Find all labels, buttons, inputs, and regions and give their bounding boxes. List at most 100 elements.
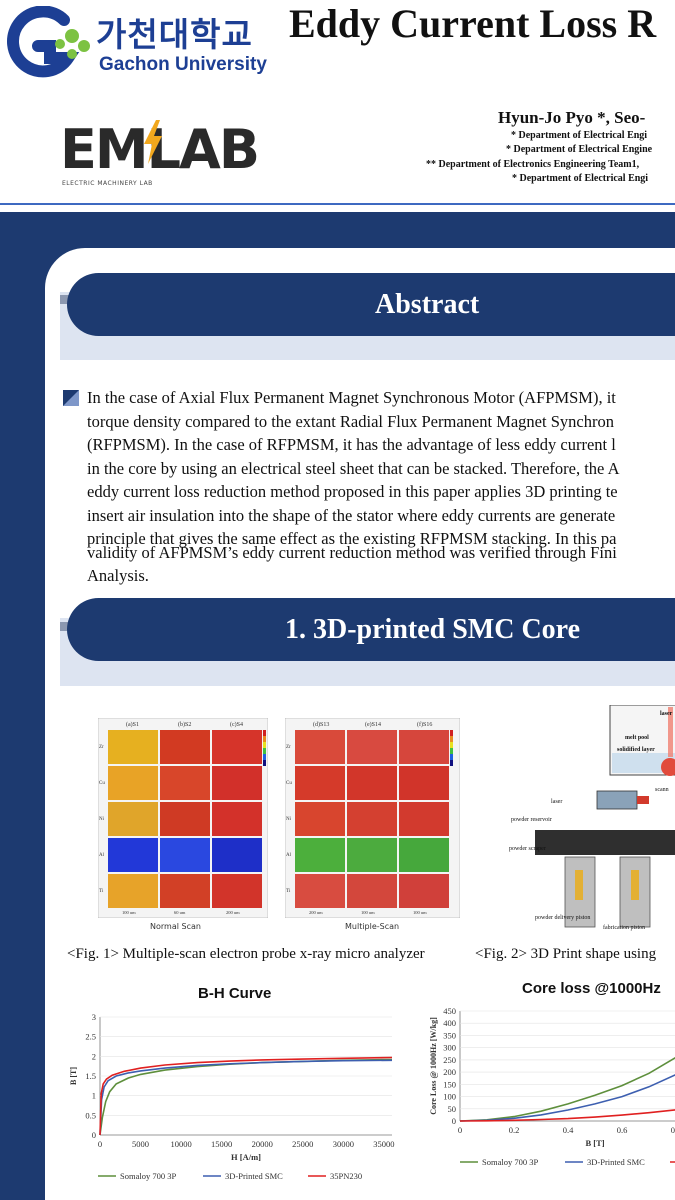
element-map-cell — [347, 802, 397, 836]
abstract-line: (RFPMSM). In the case of RFPMSM, it has … — [87, 435, 616, 454]
scale-bar-label: 200 um — [309, 910, 323, 915]
diagram-label: laser — [660, 711, 673, 717]
bh-chart-title: B-H Curve — [198, 985, 272, 1002]
legend-label: 35PN230 — [330, 1171, 362, 1181]
element-map-cell — [160, 802, 210, 836]
color-scale-bar — [450, 730, 453, 736]
section1-heading-bar: 1. 3D-printed SMC Core — [67, 598, 675, 661]
scale-bar-label: 100 um — [122, 910, 136, 915]
header-stripe — [0, 203, 675, 205]
element-map-cell — [212, 874, 262, 908]
abstract-line: In the case of Axial Flux Permanent Magn… — [87, 388, 616, 407]
fig2-caption: <Fig. 2> 3D Print shape using — [475, 946, 657, 962]
element-map-cell — [295, 802, 345, 836]
diagram-label: scann — [655, 787, 669, 793]
color-scale-bar — [263, 730, 266, 736]
element-map-cell — [212, 838, 262, 872]
map-column-label: (d)S13 — [313, 721, 329, 728]
map-column-label: (f)S16 — [417, 721, 432, 728]
x-tick-label: 0.6 — [617, 1125, 628, 1135]
affiliation-line: * Department of Electrical Engi — [512, 173, 649, 184]
lightning-bolt-icon — [144, 120, 162, 164]
bar-marker — [60, 622, 69, 631]
fig1-caption: <Fig. 1> Multiple-scan electron probe x-… — [67, 946, 425, 962]
map-row-label: Cu — [99, 781, 105, 786]
y-tick-label: 100 — [443, 1092, 456, 1102]
color-scale-bar — [263, 760, 266, 766]
map-column-label: (b)S2 — [178, 721, 191, 728]
affiliation-line: ** Department of Electronics Engineering… — [426, 159, 640, 170]
x-axis-label: B [T] — [585, 1138, 604, 1148]
x-tick-label: 0.2 — [509, 1125, 520, 1135]
series-line — [99, 1059, 393, 1136]
element-map-cell — [295, 874, 345, 908]
y-tick-label: 350 — [443, 1030, 456, 1040]
abstract-line: validity of AFPMSM’s eddy current reduct… — [87, 543, 617, 562]
abstract-line: in the core by using an electrical steel… — [87, 459, 620, 478]
element-map-cell — [212, 766, 262, 800]
map-row-label: Ti — [99, 889, 104, 894]
element-map-cell — [108, 874, 158, 908]
map-row-label: Ti — [286, 889, 291, 894]
university-name-korean: 가천대학교 — [96, 15, 253, 54]
element-map-cell — [295, 766, 345, 800]
y-tick-label: 400 — [443, 1018, 456, 1028]
abstract-heading-bar: Abstract — [67, 273, 675, 336]
emlab-logo: EMLAB ELECTRIC MACHINERY LAB — [60, 118, 260, 190]
element-map-cell — [108, 766, 158, 800]
section1-heading: 1. 3D-printed SMC Core — [285, 614, 581, 645]
map-column-label: (c)S4 — [230, 721, 243, 728]
gachon-logo-icon — [7, 6, 90, 78]
map-row-label: Zr — [99, 745, 104, 750]
poster-title: Eddy Current Loss R — [289, 1, 657, 46]
map-column-label: (e)S14 — [365, 721, 381, 728]
legend-label: 3D-Printed SMC — [225, 1171, 283, 1181]
element-map-cell — [347, 874, 397, 908]
y-tick-label: 1.5 — [85, 1071, 96, 1081]
y-axis-label: B [T] — [69, 1067, 78, 1085]
element-map-cell — [399, 802, 449, 836]
core-loss-chart: 05010015020025030035040045000.20.40.60.8… — [429, 1006, 675, 1167]
diagram-label: powder scraper — [509, 846, 546, 852]
y-tick-label: 0.5 — [85, 1110, 96, 1120]
x-tick-label: 20000 — [252, 1139, 273, 1149]
diagram-label: powder reservoir — [511, 817, 552, 823]
element-map-cell — [295, 730, 345, 764]
abstract-line: principle that gives the same effect as … — [87, 529, 617, 548]
element-map-cell — [212, 802, 262, 836]
y-tick-label: 0 — [452, 1116, 456, 1126]
legend-label: 3D-Printed SMC — [587, 1157, 645, 1167]
scale-bar-label: 200 um — [226, 910, 240, 915]
x-tick-label: 5000 — [132, 1139, 149, 1149]
color-scale-bar — [263, 748, 266, 754]
color-scale-bar — [263, 754, 266, 760]
y-tick-label: 300 — [443, 1043, 456, 1053]
diagram-label: fabrication piston — [603, 924, 645, 931]
color-scale-bar — [450, 742, 453, 748]
element-map-cell — [399, 874, 449, 908]
x-axis-label: H [A/m] — [231, 1152, 261, 1162]
x-tick-label: 0 — [98, 1139, 102, 1149]
y-tick-label: 250 — [443, 1055, 456, 1065]
x-tick-label: 10000 — [170, 1139, 191, 1149]
color-scale-bar — [450, 748, 453, 754]
x-tick-label: 35000 — [373, 1139, 394, 1149]
emlab-logo-text: EMLAB — [60, 118, 260, 181]
element-map-cell — [347, 838, 397, 872]
scale-bar-label: 60 um — [174, 910, 186, 915]
y-tick-label: 200 — [443, 1067, 456, 1077]
coreloss-chart-title: Core loss @1000Hz — [522, 980, 661, 997]
y-tick-label: 50 — [448, 1104, 457, 1114]
element-map-cell — [160, 874, 210, 908]
affiliation-line: * Department of Electrical Engine — [506, 144, 653, 155]
color-scale-bar — [450, 736, 453, 742]
element-map-cell — [108, 838, 158, 872]
bar-marker — [60, 295, 69, 304]
element-map-cell — [347, 730, 397, 764]
university-name-english: Gachon University — [99, 54, 267, 75]
multiple-scan-label: Multiple-Scan — [345, 922, 400, 931]
element-map-cell — [160, 766, 210, 800]
scale-bar-label: 100 um — [361, 910, 375, 915]
y-axis-label: Core Loss @ 1000Hz [W/kg] — [429, 1017, 438, 1115]
